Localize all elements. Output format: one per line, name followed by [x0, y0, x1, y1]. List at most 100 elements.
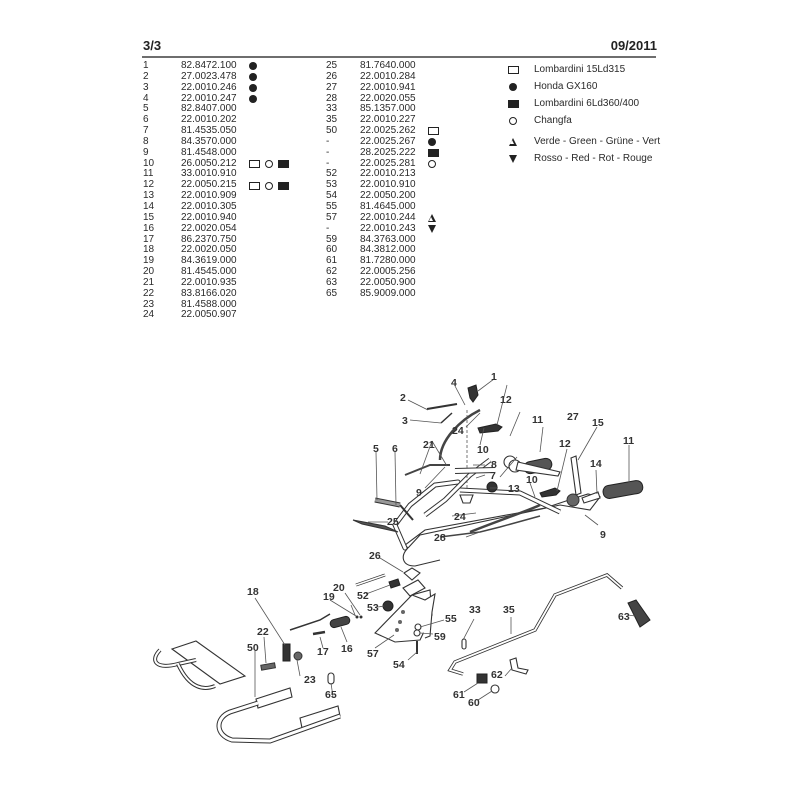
- part-code: 22.0010.935: [181, 276, 237, 288]
- part-code: 22.0025.262: [360, 125, 416, 137]
- filled-circle-icon: [428, 138, 436, 147]
- part-ref-number: 20: [143, 266, 155, 278]
- pin-17: [312, 630, 326, 636]
- legend-item-changfa: Changfa: [506, 112, 660, 129]
- callout-14: 14: [590, 458, 602, 470]
- open-square-icon: [506, 65, 520, 74]
- callout-52: 52: [357, 590, 369, 602]
- callout-11-left: 11: [532, 414, 543, 426]
- open-circle-icon: [265, 181, 273, 190]
- filled-square-icon: [428, 149, 439, 158]
- open-square-icon: [249, 181, 260, 190]
- handlebar-frame: [392, 458, 601, 567]
- callout-27: 27: [567, 411, 579, 423]
- callout-6: 6: [392, 443, 398, 455]
- callout-2: 2: [400, 392, 406, 404]
- parts-list-row: 50 22.0025.262: [326, 125, 444, 137]
- part-code: 22.0025.281: [360, 157, 416, 169]
- callout-61: 61: [453, 689, 465, 701]
- parts-list-row: 57 22.0010.244: [326, 211, 444, 224]
- grip-11-right: [602, 480, 644, 499]
- part-code: 28.2025.222: [360, 146, 416, 158]
- part-ref-number: 53: [326, 179, 338, 191]
- filled-circle-icon: [506, 82, 520, 91]
- cable-24-upper: [438, 408, 481, 461]
- cable-24-lower: [469, 503, 541, 534]
- part-ref-number: 19: [143, 255, 155, 267]
- part-25: [352, 519, 399, 533]
- legend-item-lomb15: Lombardini 15Ld315: [506, 61, 660, 78]
- part-code: 22.0010.244: [360, 211, 416, 223]
- parts-list-row: -22.0025.281: [326, 157, 444, 170]
- callout-8: 8: [491, 459, 497, 471]
- part-ref-number: -: [326, 146, 330, 158]
- part-code: 27.0023.478: [181, 70, 237, 82]
- callout-9-left: 9: [416, 487, 422, 499]
- part-code: 81.4588.000: [181, 298, 237, 310]
- part-ref-number: 61: [326, 255, 338, 267]
- callout-57: 57: [367, 648, 379, 660]
- cable-2: [426, 403, 458, 410]
- callout-18: 18: [247, 586, 259, 598]
- part-ref-number: 50: [326, 125, 338, 137]
- callout-15: 15: [592, 417, 604, 429]
- header-rule: [142, 56, 656, 58]
- filled-circle-icon: [249, 84, 257, 93]
- part-code: 84.3763.000: [360, 233, 416, 245]
- legend-label: Rosso - Red - Rot - Rouge: [534, 153, 653, 164]
- parts-list-row: - 28.2025.222: [326, 146, 444, 159]
- callout-17: 17: [317, 646, 329, 658]
- lever-12-lower: [539, 487, 561, 498]
- part-code: 84.3570.000: [181, 135, 237, 147]
- filled-circle-icon: [249, 62, 257, 71]
- part-ref-number: 55: [326, 200, 338, 212]
- part-ref-number: 63: [326, 276, 338, 288]
- part-code: 81.4548.000: [181, 146, 237, 158]
- bolt-22: [260, 662, 276, 671]
- part-code: 22.0010.247: [181, 92, 237, 104]
- filled-square-icon: [506, 99, 520, 108]
- part-ref-number: 3: [143, 81, 149, 93]
- cable-21: [404, 464, 450, 476]
- part-ref-number: 17: [143, 233, 155, 245]
- part-code: 22.0050.907: [181, 309, 237, 321]
- part-code: 22.0005.256: [360, 266, 416, 278]
- clip-33: [461, 638, 467, 650]
- callout-28: 28: [434, 532, 446, 544]
- callout-11-right: 11: [623, 435, 634, 447]
- callout-26: 26: [369, 550, 381, 562]
- parts-list-row: -22.0010.243: [326, 223, 444, 235]
- callout-62: 62: [491, 669, 503, 681]
- part-code: 82.8407.000: [181, 103, 237, 115]
- part-ref-number: 54: [326, 190, 338, 202]
- part-ref-number: 57: [326, 211, 338, 223]
- callout-55: 55: [445, 613, 457, 625]
- callout-35: 35: [503, 604, 515, 616]
- revision-date: 09/2011: [610, 38, 657, 53]
- part-code: 26.0050.212: [181, 157, 237, 169]
- footrest-50: [153, 640, 341, 744]
- part-code: 22.0020.050: [181, 244, 237, 256]
- part-code: 33.0010.910: [181, 168, 237, 180]
- open-circle-icon: [506, 116, 520, 125]
- part-code: 22.0010.940: [181, 211, 237, 223]
- callout-25: 25: [387, 516, 399, 528]
